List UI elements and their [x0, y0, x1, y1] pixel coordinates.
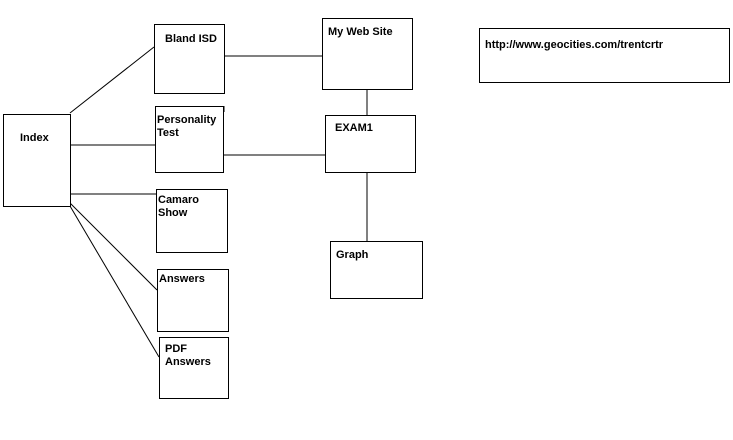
node-personality-test-label: Personality Test — [157, 114, 217, 139]
node-graph: Graph — [330, 241, 423, 299]
node-my-web-site-label: My Web Site — [328, 26, 393, 38]
node-bland-isd: Bland ISD — [154, 24, 225, 94]
node-my-web-site: My Web Site — [322, 18, 413, 90]
connector-index-pdf-answers — [69, 205, 160, 358]
url-text: http://www.geocities.com/trentcrtr — [485, 39, 664, 51]
node-pdf-answers-label: PDF Answers — [165, 343, 211, 368]
node-pdf-answers: PDF Answers — [159, 337, 229, 399]
node-answers-label: Answers — [159, 273, 205, 285]
node-index: Index — [3, 114, 71, 207]
node-camaro-show-label: Camaro Show — [158, 194, 199, 219]
node-exam1-label: EXAM1 — [335, 122, 373, 134]
connector-index-answers — [69, 202, 158, 291]
node-exam1: EXAM1 — [325, 115, 416, 173]
node-index-label: Index — [20, 132, 49, 144]
node-graph-label: Graph — [336, 249, 369, 261]
node-bland-isd-label: Bland ISD — [165, 33, 217, 45]
node-personality-test: Personality Test — [155, 106, 224, 173]
node-camaro-show: Camaro Show — [156, 189, 228, 253]
url-box: http://www.geocities.com/trentcrtr — [479, 28, 730, 83]
connector-index-bland-isd — [69, 46, 155, 114]
node-answers: Answers — [157, 269, 229, 332]
